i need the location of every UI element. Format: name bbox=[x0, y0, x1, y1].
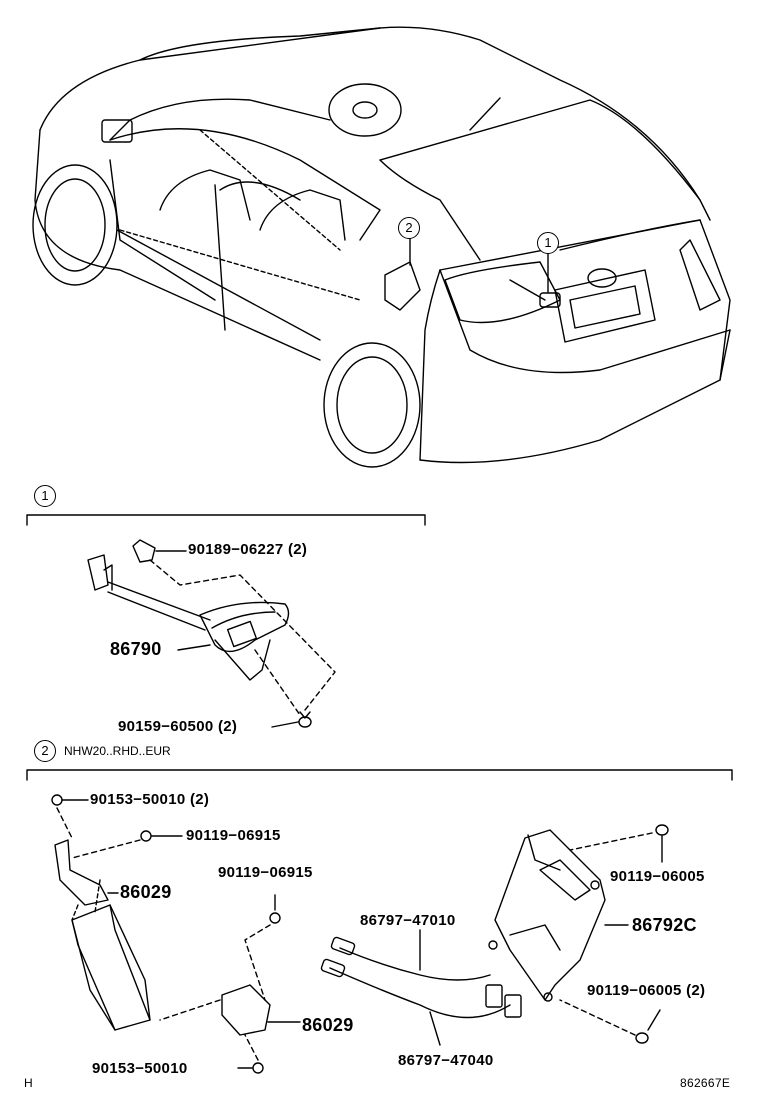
callout-1-section: 1 bbox=[34, 485, 56, 507]
part-label-86029-lower: 86029 bbox=[302, 1015, 354, 1035]
part-label-90153-50010-upper: 90153−50010 (2) bbox=[90, 791, 210, 808]
back-door-handle-assembly bbox=[87, 539, 336, 728]
callout-2-on-car: 2 bbox=[398, 217, 420, 239]
cable-and-bracket-assembly bbox=[320, 824, 669, 1046]
callout-1-on-car: 1 bbox=[537, 232, 559, 254]
part-label-86790: 86790 bbox=[110, 639, 162, 659]
part-label-86797-47010: 86797−47010 bbox=[360, 912, 456, 929]
section-1-bracket bbox=[26, 514, 426, 526]
section-2-applicability-note: NHW20..RHD..EUR bbox=[64, 744, 171, 758]
diagram-id: 862667E bbox=[680, 1076, 731, 1090]
part-label-90159-60500: 90159−60500 (2) bbox=[118, 718, 238, 735]
part-label-90119-06005: 90119−06005 bbox=[610, 868, 705, 885]
part-label-90189-06227: 90189−06227 (2) bbox=[188, 541, 308, 558]
part-label-90119-06915-upper: 90119−06915 bbox=[186, 827, 281, 844]
part-label-86797-47040: 86797−47040 bbox=[398, 1052, 494, 1069]
section-2-bracket bbox=[26, 769, 733, 781]
part-label-90119-06005-x2: 90119−06005 (2) bbox=[587, 982, 706, 999]
part-label-90153-50010-lower: 90153−50010 bbox=[92, 1060, 188, 1077]
navigation-ecu-assembly bbox=[51, 794, 301, 1074]
part-label-86029-upper: 86029 bbox=[120, 882, 172, 902]
footer-left-code: H bbox=[24, 1076, 33, 1090]
part-label-86792C: 86792C bbox=[632, 915, 697, 935]
car-illustration bbox=[32, 26, 731, 468]
callout-2-section: 2 bbox=[34, 740, 56, 762]
part-label-90119-06915-lower: 90119−06915 bbox=[218, 864, 313, 881]
